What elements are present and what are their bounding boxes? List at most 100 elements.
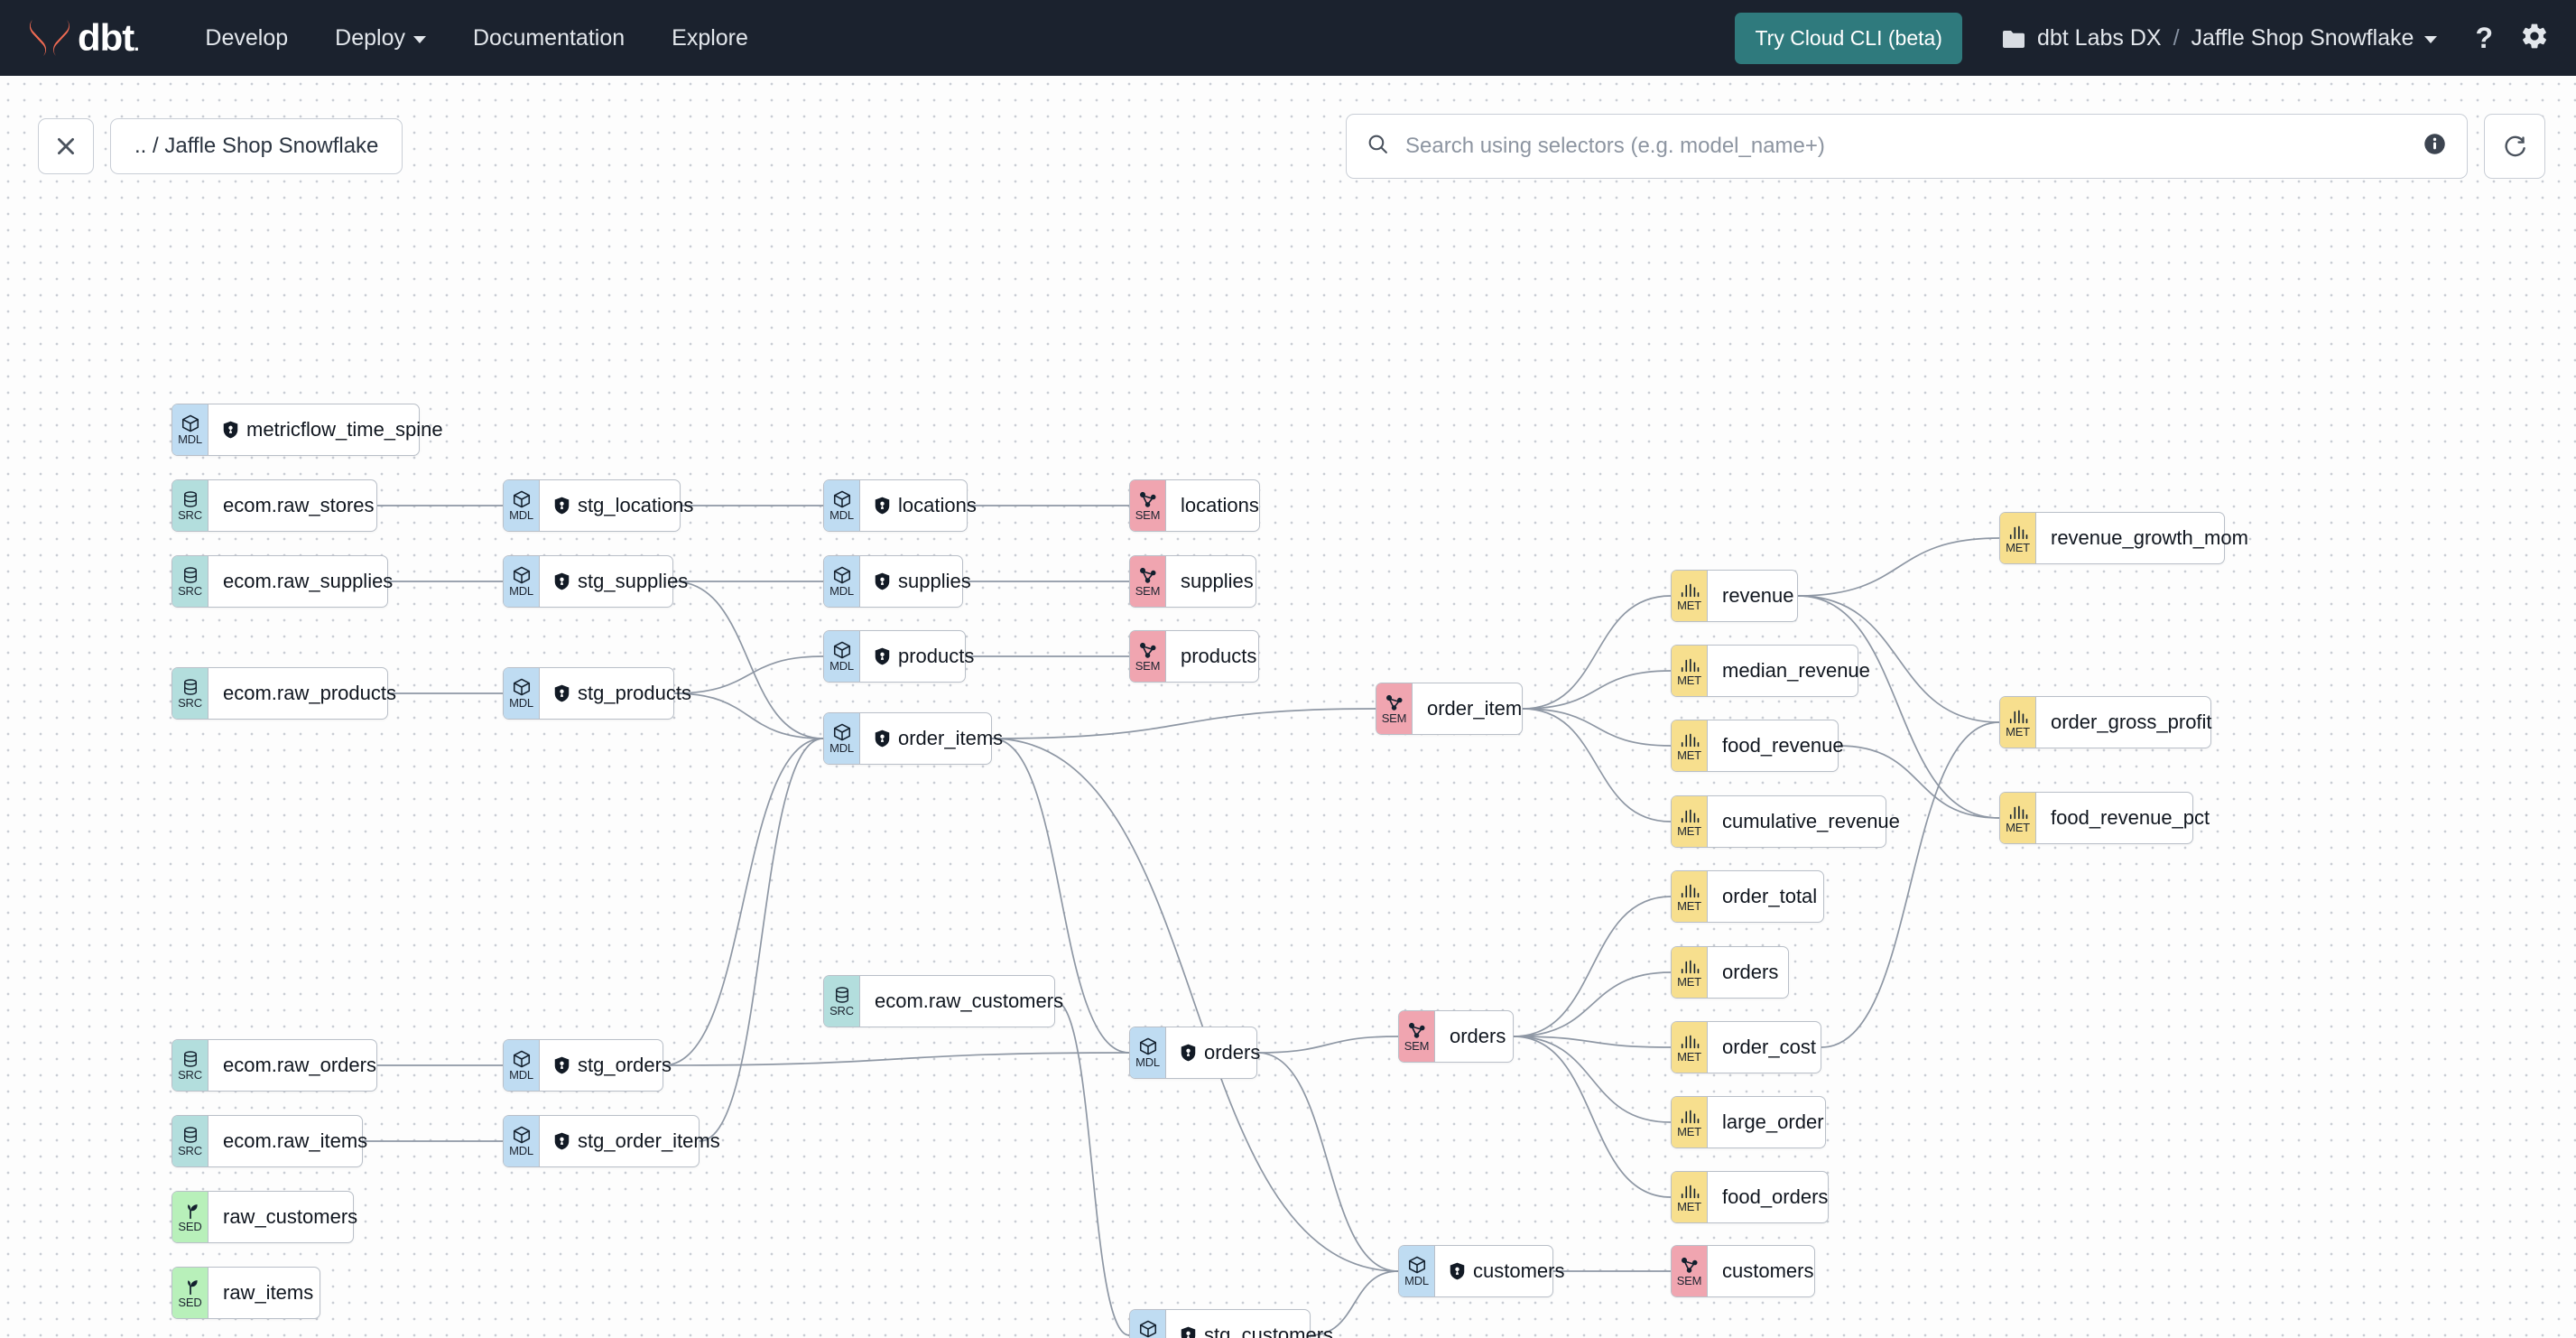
primary-nav: Develop Deploy Documentation Explore: [181, 16, 771, 60]
nav-item-documentation[interactable]: Documentation: [449, 16, 648, 60]
account-name[interactable]: dbt Labs DX: [2036, 24, 2162, 51]
search-input[interactable]: Search using selectors (e.g. model_name+…: [1346, 114, 2468, 179]
node-type-badge-model: MDL: [172, 404, 208, 455]
info-circle-icon[interactable]: [2423, 132, 2447, 161]
database-icon: [181, 565, 199, 585]
bar-chart-icon: [1680, 580, 1700, 599]
graph-edge: [1838, 745, 2000, 819]
node-type-badge-seed: SED: [172, 1192, 208, 1242]
node-type-label: MET: [2006, 725, 2030, 739]
node-type-label: MET: [1677, 975, 1701, 989]
graph-node-raw_customers[interactable]: SED raw_customers: [171, 1191, 358, 1243]
cube-icon: [832, 640, 852, 660]
node-label: raw_customers: [223, 1205, 358, 1228]
node-body: order_gross_profit: [2036, 697, 2227, 748]
node-type-label: SEM: [1135, 659, 1161, 673]
node-type-label: MDL: [509, 1068, 533, 1082]
node-type-badge-metric: MET: [1672, 571, 1708, 621]
shield-badge-icon: [1450, 1262, 1465, 1280]
node-label: ecom.raw_items: [223, 1129, 368, 1152]
graph-edge: [1522, 595, 1672, 710]
close-button[interactable]: [38, 118, 94, 174]
graph-breadcrumb-chip[interactable]: .. / Jaffle Shop Snowflake: [110, 118, 403, 174]
node-body: locations: [1166, 480, 1274, 531]
shield-badge-icon: [875, 729, 890, 748]
bar-chart-icon: [2008, 522, 2028, 542]
node-label: revenue: [1722, 584, 1794, 607]
node-body: stg_locations: [540, 480, 708, 531]
node-label: order_total: [1722, 885, 1818, 907]
project-selector[interactable]: Jaffle Shop Snowflake: [2191, 25, 2438, 51]
node-type-label: MET: [1677, 1125, 1701, 1138]
graph-edge: [1054, 1000, 1130, 1336]
node-type-label: MET: [1677, 674, 1701, 687]
node-type-label: MDL: [829, 741, 854, 755]
nav-item-explore[interactable]: Explore: [648, 16, 772, 60]
refresh-button[interactable]: [2484, 114, 2545, 179]
node-type-badge-model: MDL: [504, 668, 540, 719]
network-icon: [1138, 489, 1158, 509]
node-label: stg_customers: [1204, 1324, 1334, 1338]
shield-badge-icon: [875, 572, 890, 590]
gear-icon[interactable]: [2520, 22, 2549, 55]
node-type-badge-semantic-model: SEM: [1130, 631, 1166, 682]
database-icon: [181, 1049, 199, 1069]
node-type-badge-source: SRC: [172, 668, 208, 719]
nav-item-deploy[interactable]: Deploy: [311, 16, 449, 60]
graph-node-met_revenue[interactable]: MET revenue: [1671, 570, 1798, 622]
node-type-badge-metric: MET: [1672, 1172, 1708, 1222]
bar-chart-icon: [2008, 706, 2028, 726]
help-icon[interactable]: ?: [2475, 22, 2493, 54]
node-type-label: SED: [178, 1296, 202, 1309]
bar-chart-icon: [2008, 802, 2028, 822]
cube-icon: [832, 722, 852, 742]
node-type-label: MDL: [1135, 1055, 1160, 1069]
node-body: raw_items: [208, 1268, 328, 1318]
try-cloud-cli-button[interactable]: Try Cloud CLI (beta): [1735, 12, 1962, 64]
nav-item-develop[interactable]: Develop: [181, 16, 311, 60]
node-type-label: MDL: [509, 696, 533, 710]
cube-icon: [1138, 1319, 1158, 1338]
graph-edge: [699, 738, 824, 1142]
dbt-logo[interactable]: dbt.: [27, 16, 139, 60]
node-body: stg_orders: [540, 1040, 686, 1091]
